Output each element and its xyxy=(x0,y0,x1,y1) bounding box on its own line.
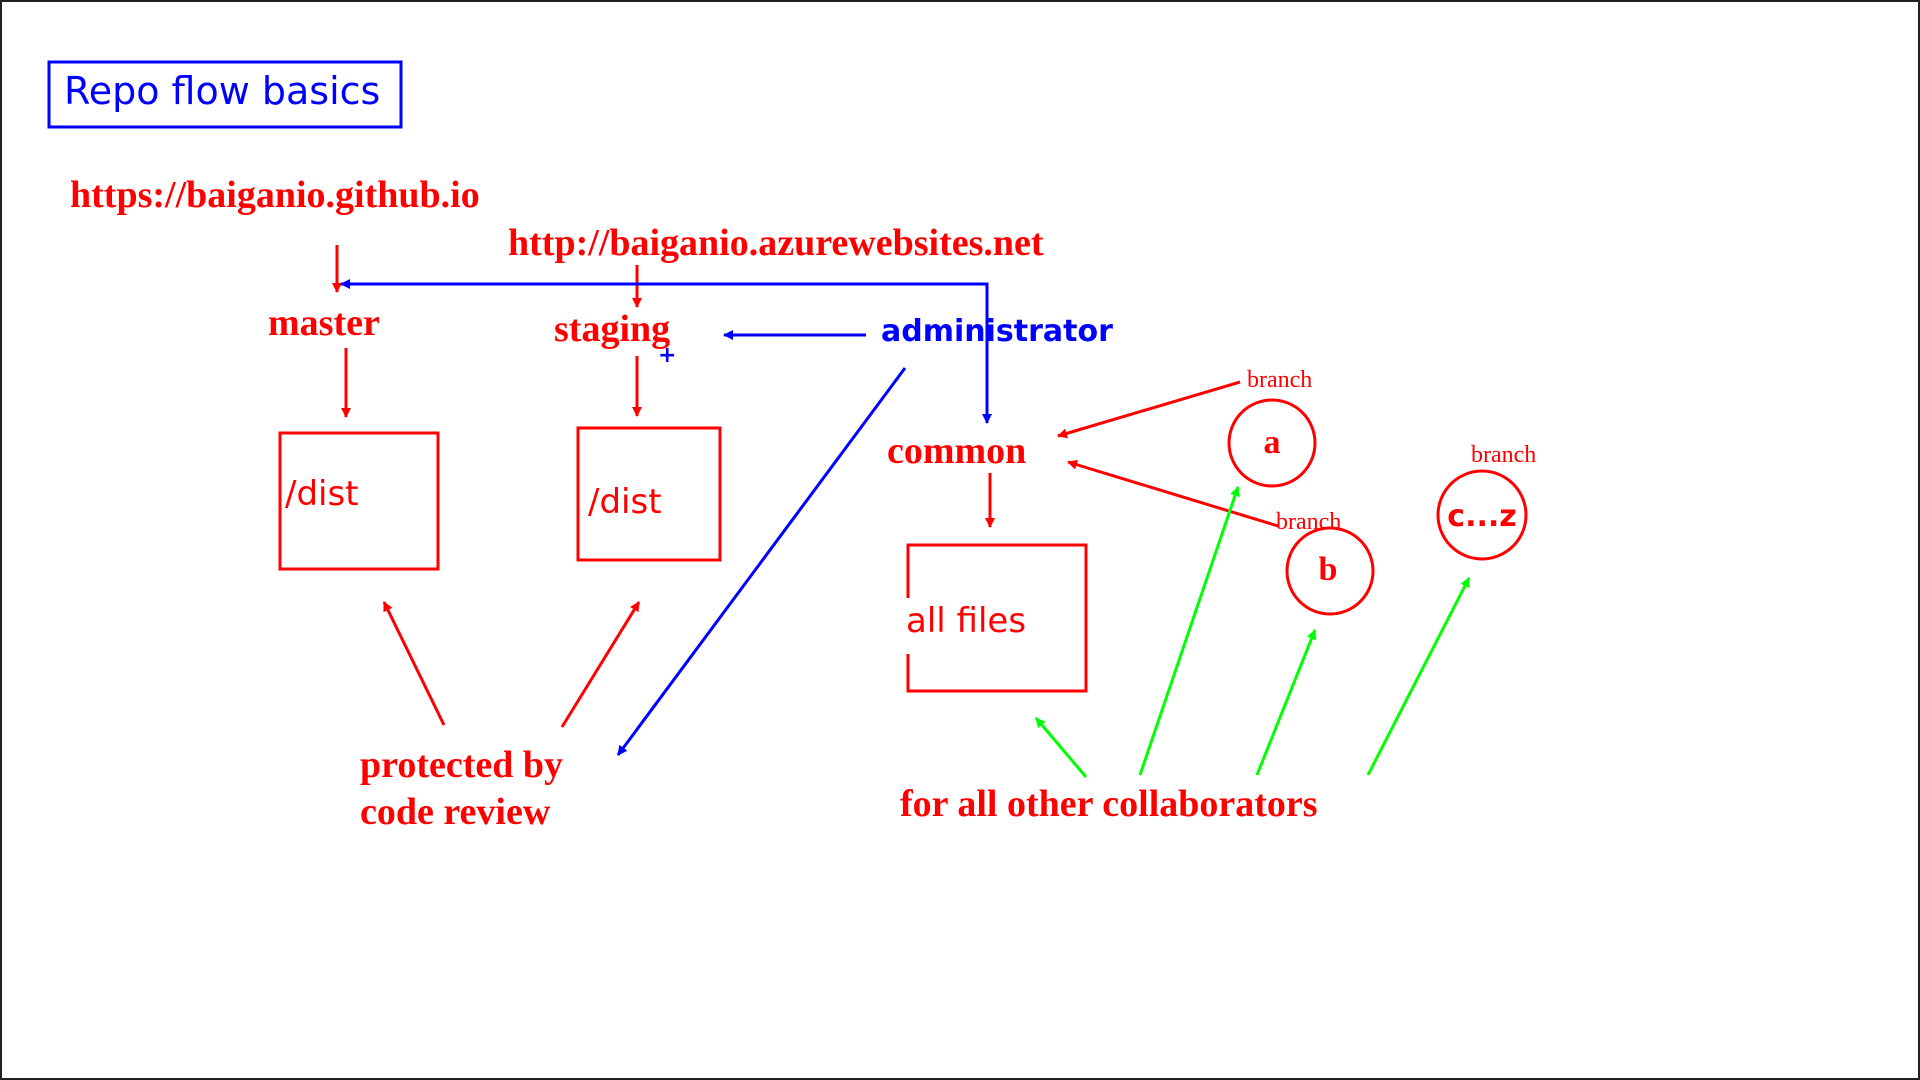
admin-to-master-arrow xyxy=(340,279,989,345)
azure-url-label: http://baiganio.azurewebsites.net xyxy=(508,222,1044,264)
collaborators-to-branch-cz-arrow xyxy=(1366,577,1471,776)
protected-note-line1: protected by xyxy=(360,744,563,786)
branch-cz-tag: branch xyxy=(1471,442,1536,468)
branch-b-to-common-arrow xyxy=(1067,459,1279,528)
collaborators-to-branch-a-arrow xyxy=(1138,486,1240,776)
branch-b-name: b xyxy=(1319,551,1338,588)
staging-branch-label: staging xyxy=(554,308,670,350)
branch-cz-circle xyxy=(1436,469,1528,561)
master-dist-box xyxy=(278,431,440,571)
collaborators-to-branch-b-arrow xyxy=(1255,629,1317,776)
collaborators-to-files-arrow xyxy=(1034,717,1088,778)
common-files-label: all files xyxy=(906,601,1026,641)
protected-to-staging-dist-arrow xyxy=(560,601,641,728)
protected-to-master-dist-arrow xyxy=(382,601,446,726)
branch-b-tag: branch xyxy=(1276,509,1341,535)
github-url-label: https://baiganio.github.io xyxy=(70,174,480,216)
protected-note-line2: code review xyxy=(360,791,551,833)
title-box xyxy=(47,60,403,129)
title-text: Repo flow basics xyxy=(64,69,380,113)
branch-a-to-common-arrow xyxy=(1057,380,1241,439)
branch-a-circle xyxy=(1227,398,1317,488)
branch-b-circle xyxy=(1285,526,1375,616)
common-branch-label: common xyxy=(887,430,1026,472)
staging-dist-label: /dist xyxy=(588,482,662,522)
administrator-label: administrator xyxy=(881,314,1113,349)
master-branch-label: master xyxy=(268,302,380,344)
branch-a-tag: branch xyxy=(1247,367,1312,393)
master-dist-label: /dist xyxy=(285,474,359,514)
admin-to-code-review-arrow xyxy=(616,367,907,756)
plus-sign: + xyxy=(658,343,676,368)
branch-a-name: a xyxy=(1264,424,1281,461)
common-files-gap xyxy=(904,598,914,654)
staging-dist-box xyxy=(576,426,722,562)
branch-cz-name: c...z xyxy=(1447,499,1516,534)
collaborators-note: for all other collaborators xyxy=(900,783,1318,825)
